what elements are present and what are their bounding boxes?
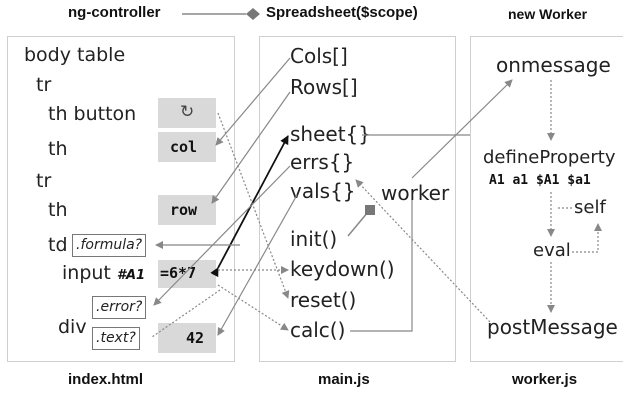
main-panel xyxy=(259,36,456,362)
footer-worker-js: worker.js xyxy=(512,371,578,388)
th-label-2: th xyxy=(48,199,68,221)
self-label: self xyxy=(574,197,606,218)
cell-output: 42 xyxy=(158,323,216,353)
arrow-vals-to-output xyxy=(217,194,298,336)
formula-class-box: .formula? xyxy=(72,234,147,257)
rows-array: Rows[] xyxy=(290,75,358,99)
error-class-box: .error? xyxy=(92,296,147,319)
header-new-worker: new Worker xyxy=(508,6,588,22)
row-label: row xyxy=(170,201,198,219)
refresh-icon: ↻ xyxy=(180,102,195,122)
errs-object: errs{} xyxy=(290,150,355,174)
arrow-rows-to-row xyxy=(211,91,291,204)
worker-label: worker xyxy=(381,181,450,205)
tr-label-1: tr xyxy=(36,74,52,96)
post-message-function: postMessage xyxy=(487,315,618,339)
init-worker-handle-icon xyxy=(365,205,375,215)
header-connector xyxy=(182,4,262,24)
connector-line-icon xyxy=(182,8,260,20)
footer-main-js: main.js xyxy=(318,371,370,388)
onmessage-handler: onmessage xyxy=(496,53,611,77)
cell-output-value: 42 xyxy=(186,329,205,347)
th-label-1: th xyxy=(48,138,68,160)
vals-object: vals{} xyxy=(290,179,356,203)
arrow-text-to-output xyxy=(151,289,221,338)
tr-label-2: tr xyxy=(36,170,52,192)
td-label: td xyxy=(48,234,68,256)
reset-button[interactable]: ↻ xyxy=(158,98,216,128)
keydown-function: keydown() xyxy=(290,257,395,281)
define-property-label: defineProperty xyxy=(483,147,616,168)
header-spreadsheet: Spreadsheet($scope) xyxy=(266,4,418,21)
arrow-cols-to-col xyxy=(215,57,291,146)
col-header-cell: col xyxy=(158,132,216,162)
arrow-calc-to-worker xyxy=(350,200,413,332)
col-label: col xyxy=(170,138,198,156)
arrow-worker-to-onmessage xyxy=(411,79,513,179)
property-names: A1 a1 $A1 $a1 xyxy=(489,173,591,188)
th-button-label: th button xyxy=(48,103,137,125)
reset-function: reset() xyxy=(290,288,357,312)
calc-function: calc() xyxy=(290,318,346,342)
sheet-object: sheet{} xyxy=(290,122,371,146)
input-label: input #A1 xyxy=(62,262,145,284)
worker-panel xyxy=(470,36,623,362)
arrow-errs-to-error xyxy=(153,165,291,306)
init-function: init() xyxy=(290,227,338,251)
input-id: #A1 xyxy=(116,268,146,283)
eval-label: eval xyxy=(533,240,571,261)
arrow-input-sheet-binding xyxy=(210,135,289,278)
footer-index-html: index.html xyxy=(68,371,144,388)
cell-input-value: =6*7 xyxy=(160,264,197,282)
arrow-button-to-reset xyxy=(217,112,290,299)
div-label: div xyxy=(58,316,87,338)
header-ng-controller: ng-controller xyxy=(68,4,161,21)
init-worker-handle xyxy=(347,211,369,237)
arrow-postmessage-to-vals xyxy=(355,179,491,323)
arrow-input-to-calc xyxy=(217,284,289,331)
row-header-cell: row xyxy=(158,195,216,225)
arrow-self-loop xyxy=(572,223,602,253)
body-table-label: body table xyxy=(24,44,126,66)
input-tag: input xyxy=(62,262,111,284)
cols-array: Cols[] xyxy=(290,44,348,68)
text-class-box: .text? xyxy=(92,327,140,350)
cell-input[interactable]: =6*7 xyxy=(158,260,216,288)
